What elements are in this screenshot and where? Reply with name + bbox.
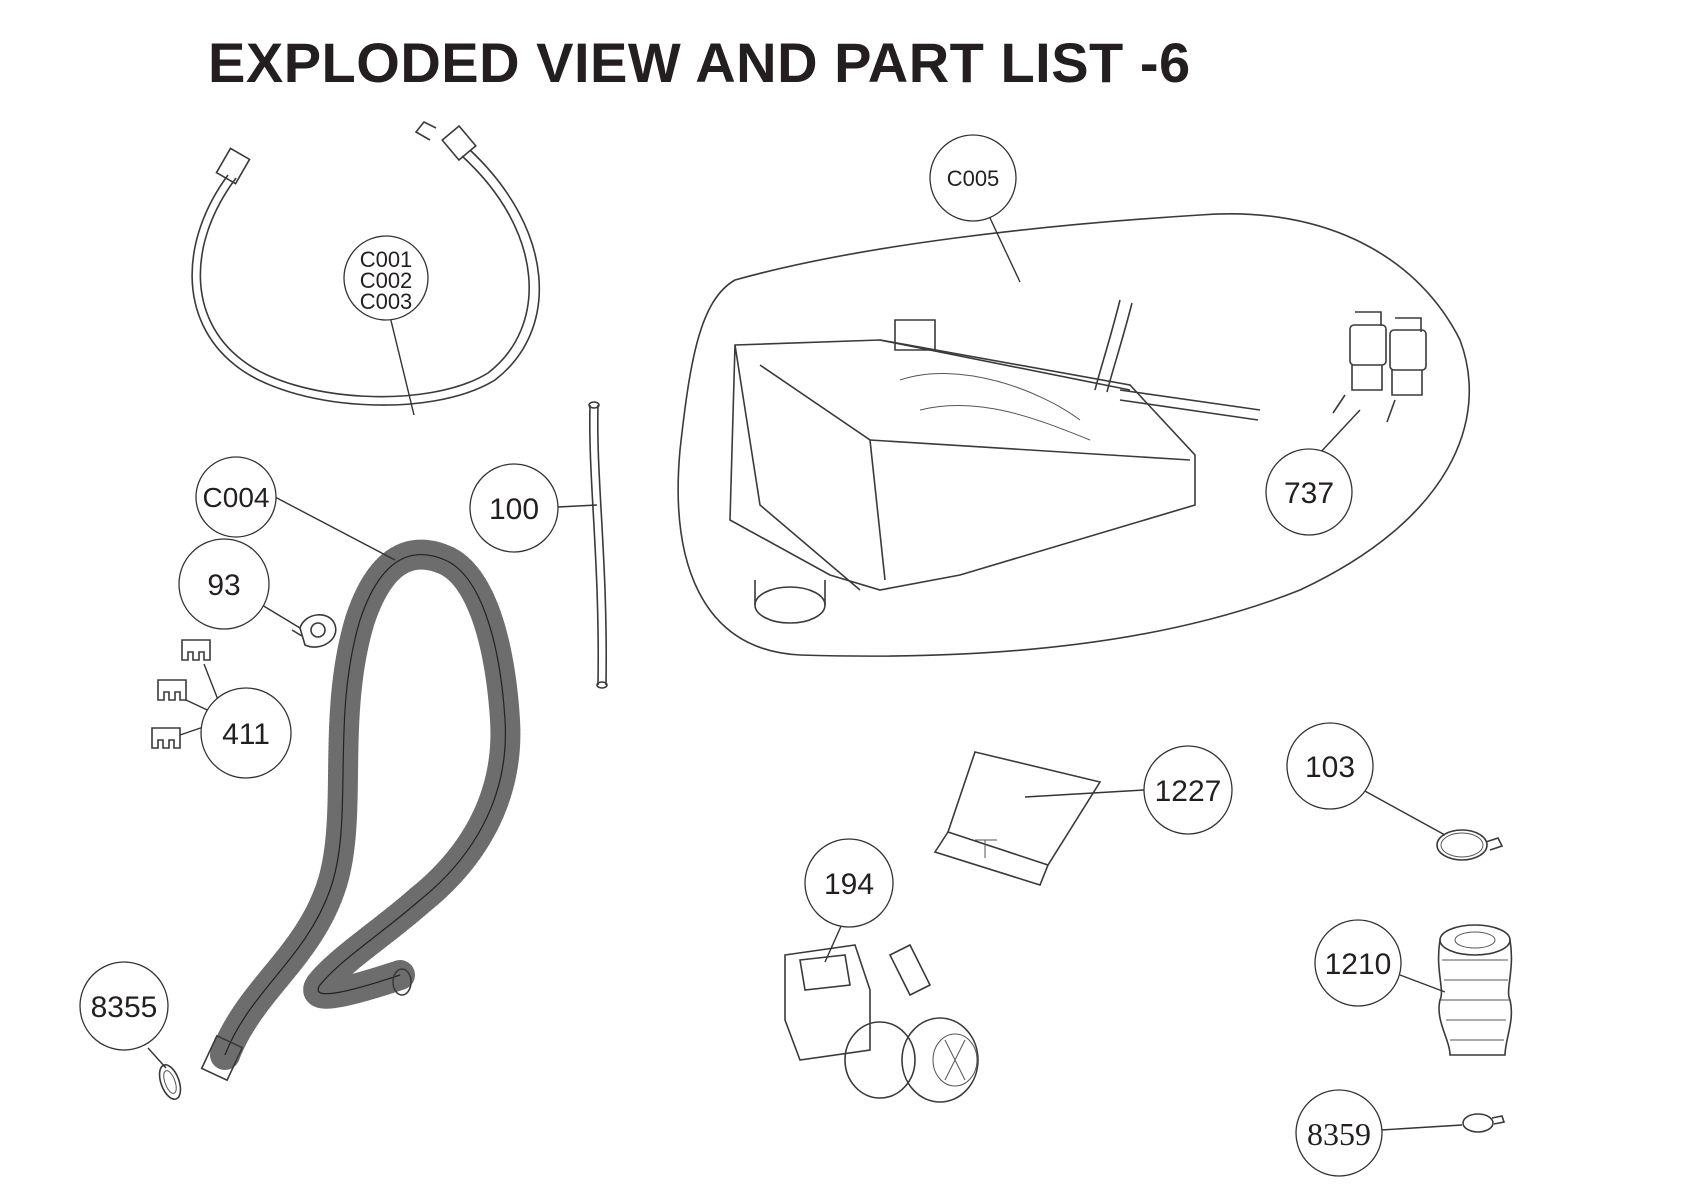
- callout-label-93: 93: [207, 569, 240, 602]
- label-sheet-part: [933, 751, 1102, 886]
- inlet-hose: [191, 120, 541, 406]
- callout-1227: 1227: [1143, 745, 1233, 835]
- leader-line: [1399, 974, 1446, 993]
- drain-pump-part: [784, 943, 979, 1103]
- callout-label-103: 103: [1305, 751, 1355, 784]
- leader-line: [1317, 409, 1361, 456]
- callout-737: 737: [1265, 448, 1353, 536]
- callout-8359: 8359: [1295, 1089, 1383, 1177]
- leader-line: [1380, 1124, 1463, 1131]
- callout-hose-codes: C001 C002 C003: [343, 235, 429, 321]
- assembly-boundary-outline: [677, 213, 1471, 657]
- leader-line: [1362, 789, 1446, 836]
- callout-c005: C005: [929, 134, 1017, 222]
- clamp-ring-part: [1436, 829, 1504, 861]
- callout-code-c002: C002: [360, 268, 413, 293]
- inlet-valve-part: [1332, 311, 1427, 423]
- callout-label-8359: 8359: [1307, 1116, 1371, 1152]
- tube-part: [588, 401, 608, 689]
- hose-clip-part: [158, 1064, 182, 1100]
- callout-label-100: 100: [489, 493, 539, 526]
- leader-line: [824, 923, 843, 963]
- callout-1210: 1210: [1314, 919, 1402, 1007]
- leader-line: [147, 1047, 167, 1069]
- callout-c004: C004: [195, 456, 277, 538]
- small-clamp-part: [1462, 1113, 1506, 1133]
- callout-label-194: 194: [824, 868, 874, 901]
- bellows-part: [1437, 924, 1513, 1056]
- leader-line: [557, 504, 598, 508]
- callout-194: 194: [804, 838, 894, 928]
- callout-8355: 8355: [79, 961, 169, 1051]
- callout-label-737: 737: [1284, 477, 1334, 510]
- leader-line: [274, 496, 396, 561]
- callout-label-c005: C005: [947, 166, 1000, 191]
- leader-line: [1024, 789, 1145, 798]
- detergent-drawer-housing: [729, 299, 1261, 624]
- callout-100: 100: [469, 463, 559, 553]
- page-title: EXPLODED VIEW AND PART LIST -6: [208, 31, 1191, 94]
- leader-line: [261, 604, 301, 629]
- drain-hose: [200, 539, 521, 1082]
- callout-label-1227: 1227: [1155, 775, 1222, 808]
- callout-93: 93: [178, 538, 270, 630]
- callout-label-c004: C004: [203, 482, 270, 513]
- callout-code-c001: C001: [360, 247, 413, 272]
- leader-line: [989, 217, 1021, 283]
- callout-label-8355: 8355: [91, 991, 158, 1024]
- hose-guide-part: [291, 614, 337, 648]
- callout-label-1210: 1210: [1325, 948, 1392, 981]
- callout-411: 411: [200, 687, 292, 779]
- callout-code-c003: C003: [360, 289, 413, 314]
- callout-103: 103: [1286, 722, 1374, 810]
- callout-label-411: 411: [222, 718, 270, 751]
